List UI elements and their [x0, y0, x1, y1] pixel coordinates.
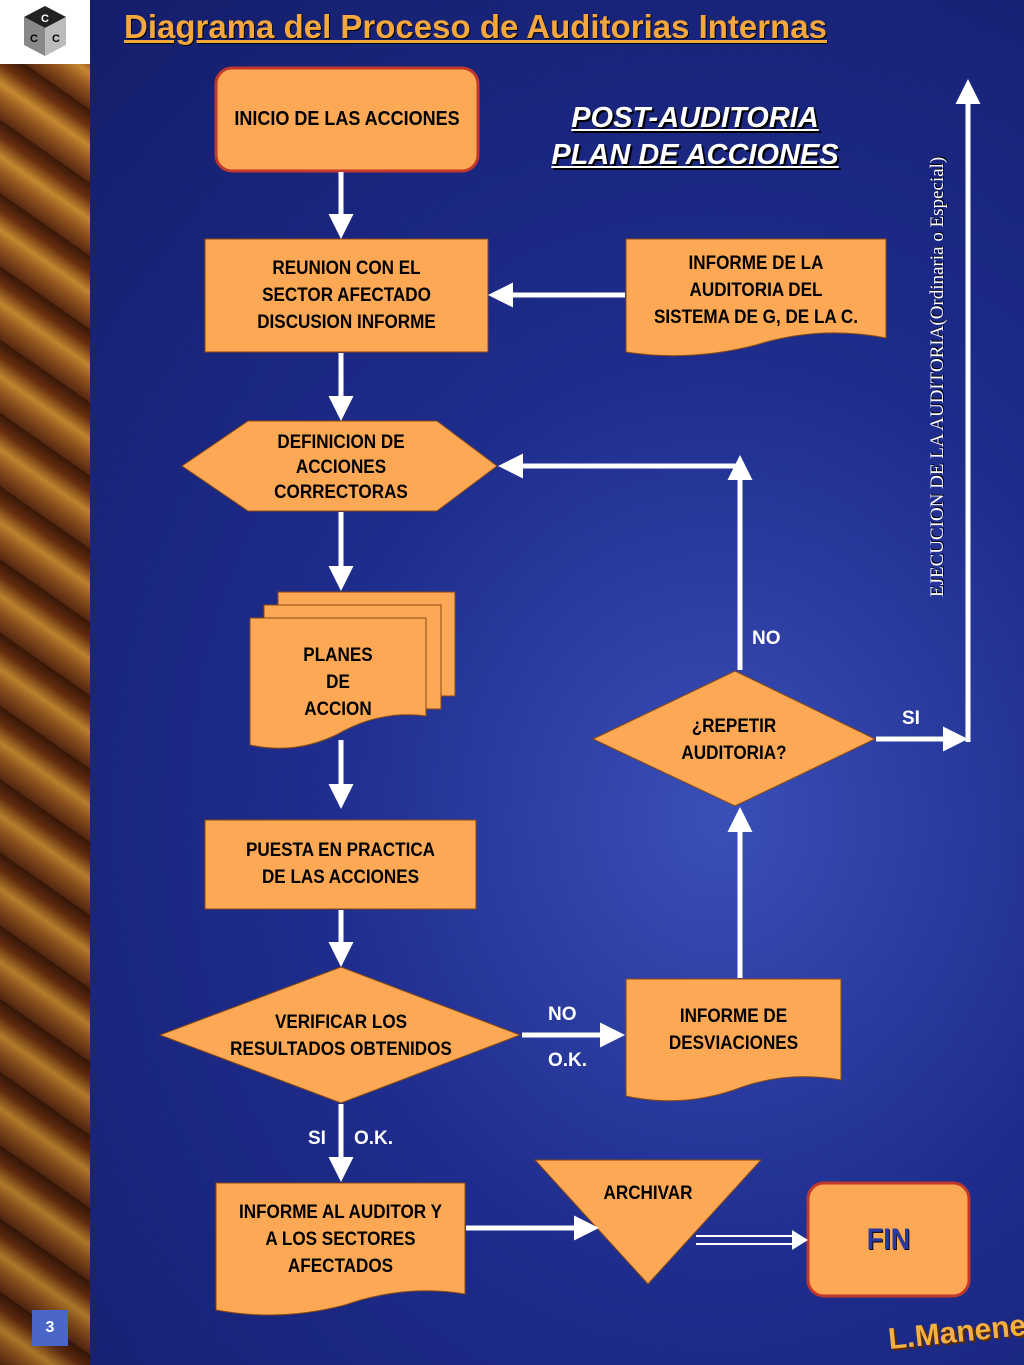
page-number: 3	[32, 1310, 68, 1346]
node-repetir	[591, 670, 877, 807]
node-repetir-text: ¿REPETIR AUDITORIA?	[681, 716, 787, 764]
arrow-archivar-fin-head	[792, 1230, 808, 1250]
svg-text:C: C	[30, 33, 38, 45]
node-informe-auditor	[215, 1182, 466, 1316]
label-no-repetir: NO	[752, 628, 781, 649]
svg-text:C: C	[52, 33, 60, 45]
label-no-ok-2: O.K.	[548, 1050, 588, 1071]
node-informe-auditoria-text: INFORME DE LA AUDITORIA DEL SISTEMA DE G…	[654, 253, 858, 328]
node-desviaciones-text: INFORME DE DESVIACIONES	[668, 1006, 799, 1054]
node-verificar	[158, 966, 522, 1104]
node-planes	[249, 617, 427, 749]
section-title-line-2: PLAN DE ACCIONES	[551, 139, 839, 171]
node-informe-auditoria	[625, 238, 887, 357]
node-archivar-text: ARCHIVAR	[603, 1182, 693, 1204]
node-reunion	[204, 238, 489, 353]
decorative-side-strip	[0, 0, 90, 1365]
slide-title: Diagrama del Proceso de Auditorias Inter…	[124, 8, 827, 45]
node-planes-text: PLANES DE ACCION	[303, 645, 373, 720]
node-reunion-text: REUNION CON EL SECTOR AFECTADO DISCUSION…	[257, 258, 436, 333]
node-inicio-text: INICIO DE LAS ACCIONES	[234, 108, 460, 130]
node-verificar-text: VERIFICAR LOS RESULTADOS OBTENIDOS	[230, 1012, 452, 1060]
label-si-ok-1: SI	[308, 1128, 326, 1149]
node-puesta-text: PUESTA EN PRACTICA DE LAS ACCIONES	[245, 840, 436, 888]
node-desviaciones	[625, 978, 842, 1102]
node-definicion	[181, 420, 498, 512]
label-no-ok-1: NO	[548, 1004, 577, 1025]
node-informe-auditor-text: INFORME AL AUDITOR Y A LOS SECTORES AFEC…	[238, 1202, 443, 1277]
vertical-label-ejecucion: EJECUCION DE LA AUDITORIA(Ordinaria o Es…	[927, 156, 948, 597]
node-puesta	[204, 819, 477, 910]
node-definicion-text: DEFINICION DE ACCIONES CORRECTORAS	[274, 432, 408, 503]
label-si-repetir: SI	[902, 708, 920, 729]
section-title: POST-AUDITORIA PLAN DE ACCIONES	[520, 100, 870, 174]
cube-logo-icon: C C C	[24, 6, 66, 56]
node-fin-text: FIN	[866, 1223, 911, 1256]
section-title-line-1: POST-AUDITORIA	[571, 102, 819, 134]
node-inicio	[214, 66, 480, 173]
logo: C C C	[0, 0, 90, 64]
svg-text:C: C	[41, 13, 49, 25]
node-fin	[806, 1181, 971, 1298]
label-si-ok-2: O.K.	[354, 1128, 394, 1149]
